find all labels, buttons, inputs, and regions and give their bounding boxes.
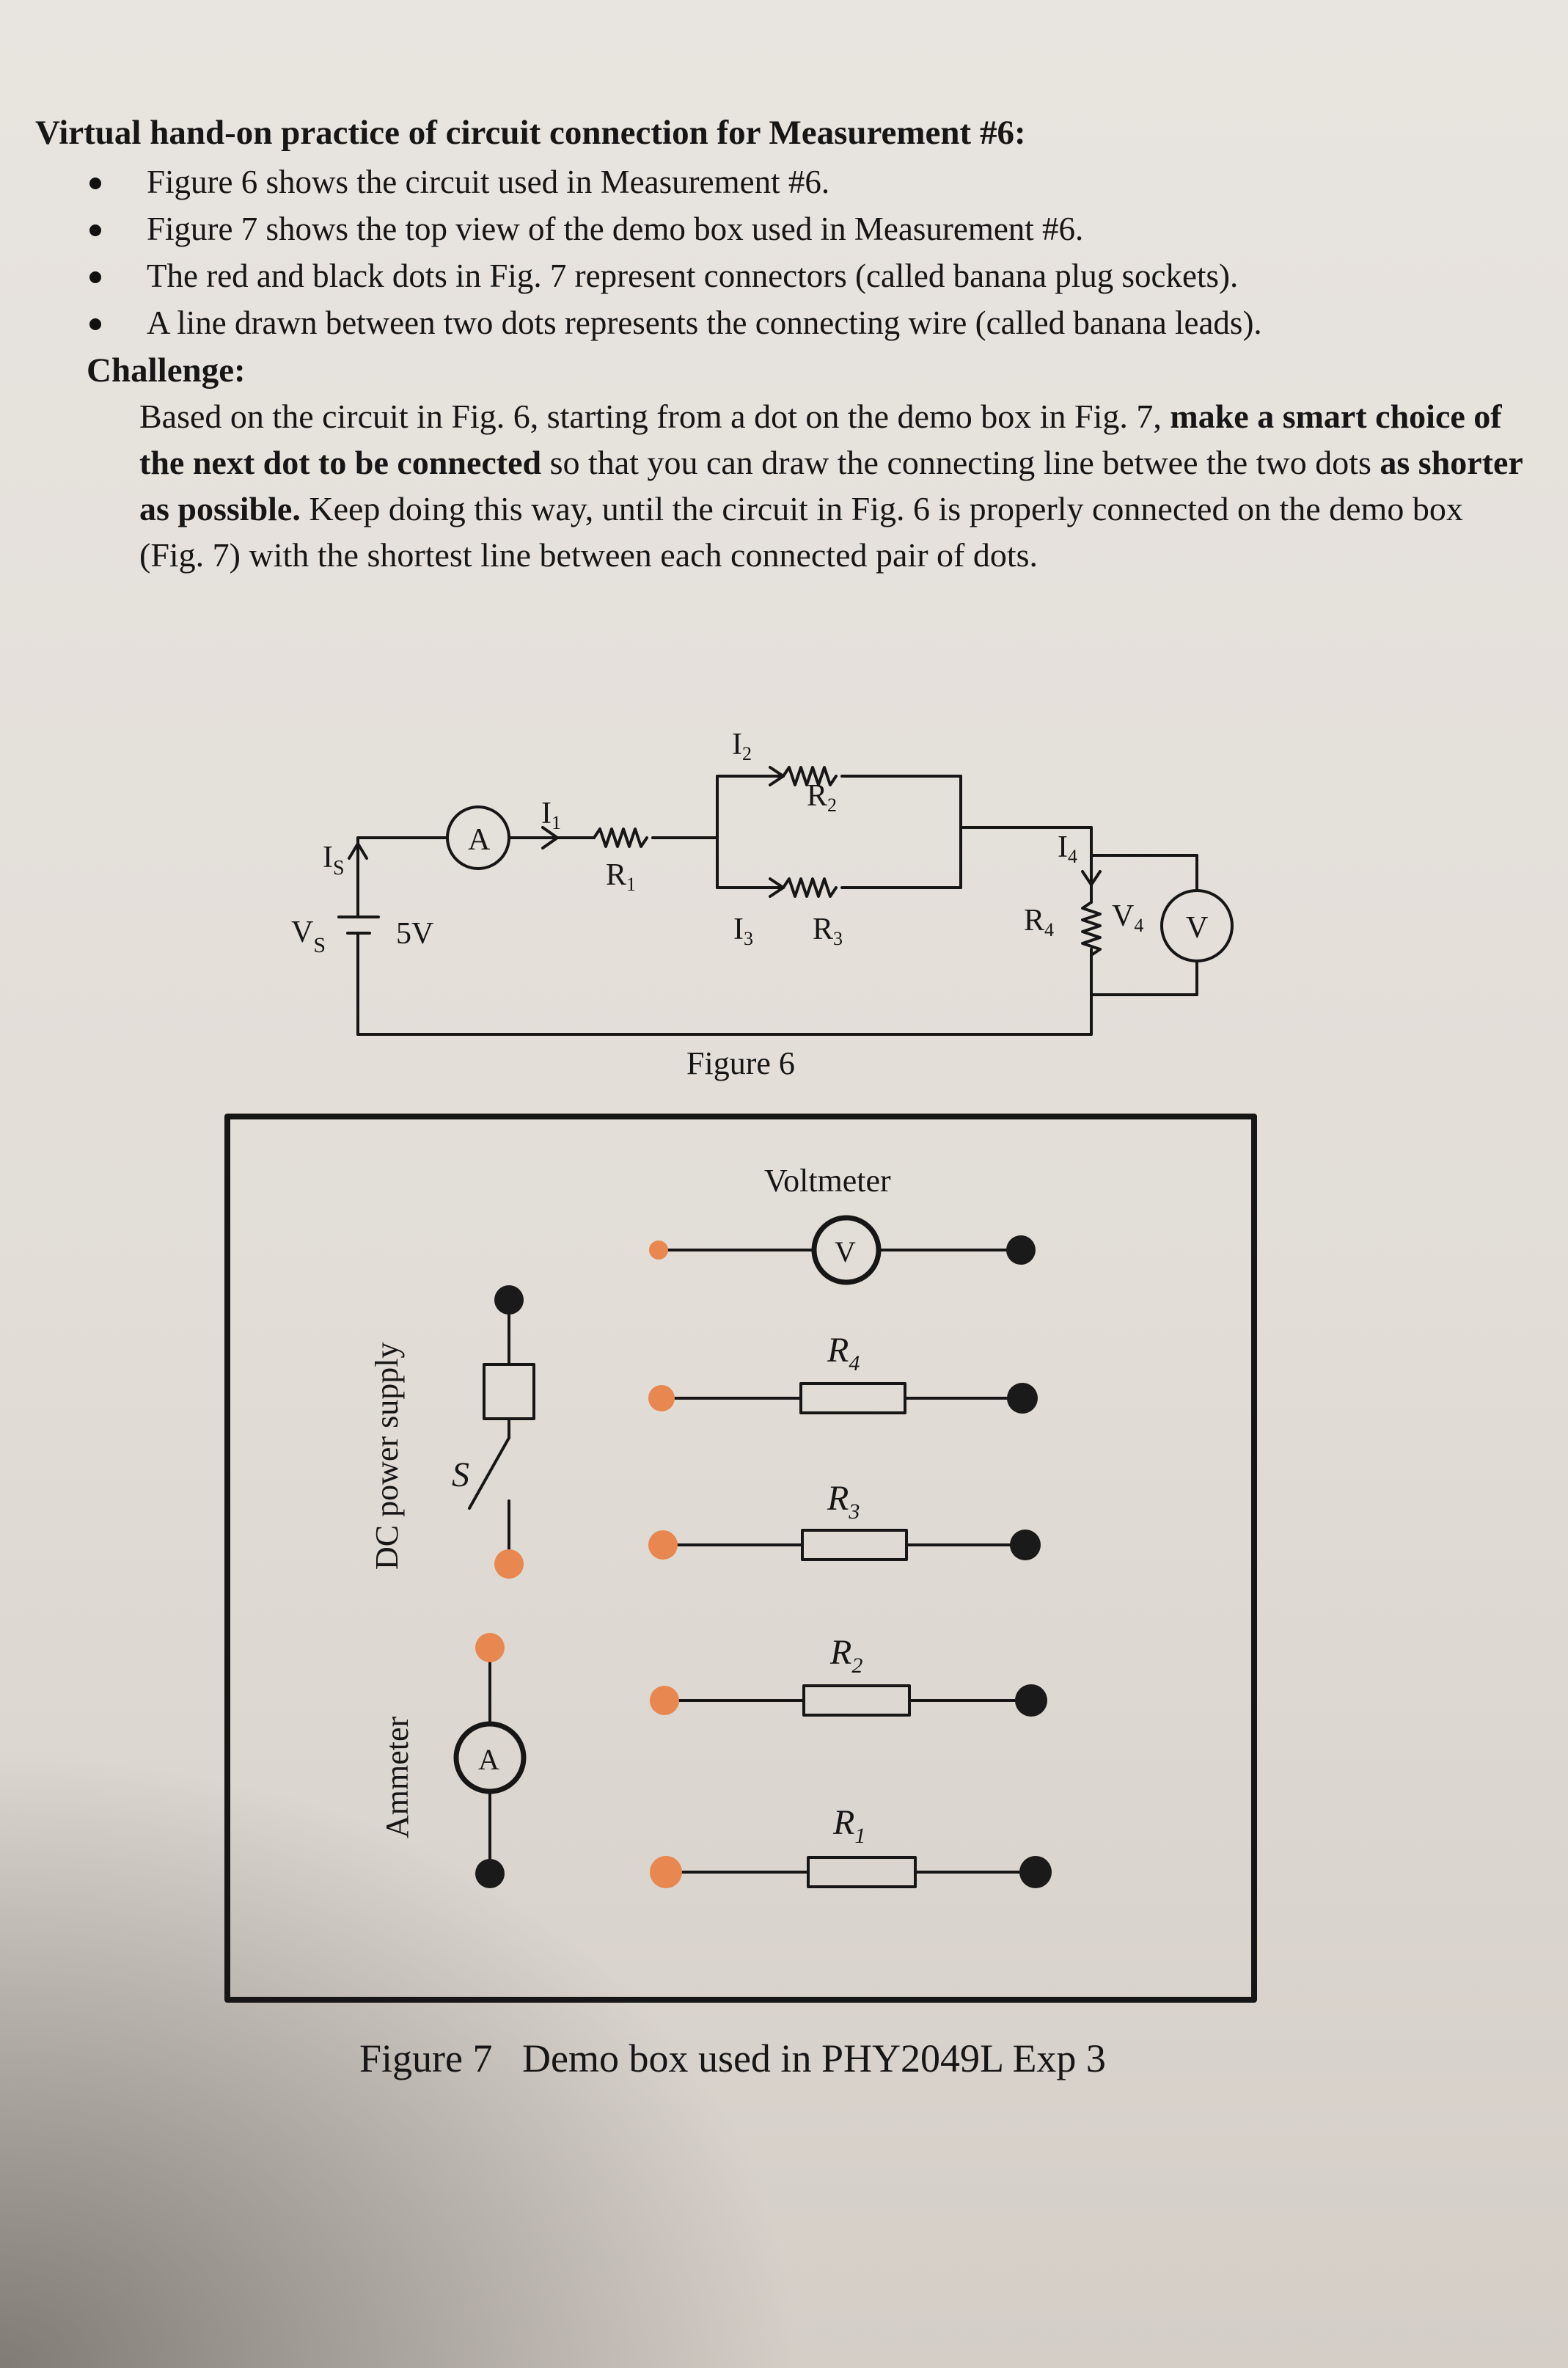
r3-box-icon bbox=[801, 1529, 908, 1561]
r3-box-label: R3 bbox=[827, 1479, 860, 1524]
v4-label: V4 bbox=[1112, 899, 1143, 936]
r2-resistor-icon bbox=[782, 766, 838, 786]
ammeter-label: Ammeter bbox=[379, 1716, 415, 1838]
red-dot-voltmeter[interactable] bbox=[649, 1240, 668, 1260]
challenge-text: Based on the circuit in Fig. 6, starting… bbox=[139, 398, 1523, 574]
black-dot-voltmeter[interactable] bbox=[1006, 1235, 1036, 1265]
i1-label: I1 bbox=[541, 797, 561, 833]
r3-resistor-icon bbox=[782, 877, 838, 898]
switch-blade-icon bbox=[468, 1436, 510, 1510]
r1-row bbox=[662, 1856, 1037, 1888]
black-dot-dc-supply[interactable] bbox=[494, 1285, 524, 1315]
red-dot-r1[interactable] bbox=[650, 1856, 682, 1888]
red-dot-r4[interactable] bbox=[648, 1385, 675, 1411]
black-dot-r1[interactable] bbox=[1019, 1856, 1052, 1888]
r4-resistor-icon bbox=[1081, 901, 1102, 957]
r4-label: R4 bbox=[1024, 904, 1054, 940]
r4-box-label: R4 bbox=[827, 1331, 860, 1375]
black-dot-r3[interactable] bbox=[1010, 1530, 1041, 1560]
switch-label: S bbox=[452, 1455, 469, 1494]
voltmeter-label: Voltmeter bbox=[764, 1163, 891, 1199]
i4-label: I4 bbox=[1058, 830, 1077, 867]
red-dot-dc-supply[interactable] bbox=[494, 1549, 524, 1579]
i2-label: I2 bbox=[732, 728, 752, 764]
figure7-caption: Figure 7 Demo box used in PHY2049L Exp 3 bbox=[359, 2036, 1106, 2080]
vs-label: VS bbox=[291, 916, 326, 957]
page-title: Virtual hand-on practice of circuit conn… bbox=[35, 114, 1026, 152]
vs-value: 5V bbox=[396, 917, 433, 951]
dc-supply-label: DC power supply bbox=[369, 1342, 405, 1570]
r2-box-label: R2 bbox=[829, 1633, 862, 1678]
challenge-heading: Challenge: bbox=[87, 351, 246, 390]
bullet-dot-icon bbox=[89, 271, 101, 283]
fig6-ammeter-symbol: A bbox=[468, 823, 491, 857]
figure6-circuit bbox=[337, 766, 1234, 1036]
black-dot-r2[interactable] bbox=[1015, 1684, 1047, 1717]
black-dot-ammeter[interactable] bbox=[475, 1859, 505, 1888]
red-dot-r3[interactable] bbox=[648, 1530, 678, 1560]
r1-box-label: R1 bbox=[832, 1803, 865, 1848]
bullet-dot-icon bbox=[89, 224, 101, 236]
red-dot-r2[interactable] bbox=[650, 1686, 679, 1715]
dc-source-icon bbox=[483, 1363, 535, 1420]
r2-label: R2 bbox=[807, 779, 837, 816]
figure6-caption: Figure 6 bbox=[686, 1045, 795, 1081]
voltmeter-row bbox=[660, 1215, 1021, 1285]
demo-box-frame bbox=[224, 1114, 1257, 2003]
i3-label: I3 bbox=[733, 913, 753, 949]
fig6-voltmeter-symbol: V bbox=[1186, 911, 1208, 945]
r1-label: R1 bbox=[606, 858, 636, 895]
is-label: IS bbox=[323, 841, 345, 880]
red-dot-ammeter[interactable] bbox=[475, 1633, 505, 1662]
r4-row bbox=[660, 1382, 1022, 1414]
r1-resistor-icon bbox=[593, 827, 648, 848]
r3-row bbox=[660, 1529, 1025, 1561]
r4-box-icon bbox=[799, 1382, 906, 1414]
dc-supply-column bbox=[468, 1298, 535, 1564]
ammeter-symbol: A bbox=[478, 1743, 499, 1776]
r2-box-icon bbox=[802, 1684, 911, 1717]
bullet-dot-icon bbox=[89, 178, 101, 189]
r1-box-icon bbox=[807, 1856, 917, 1888]
r2-row bbox=[660, 1684, 1033, 1717]
r3-label: R3 bbox=[813, 913, 843, 949]
bullet-dot-icon bbox=[89, 318, 101, 330]
voltmeter-symbol: V bbox=[835, 1235, 856, 1268]
black-dot-r4[interactable] bbox=[1007, 1383, 1038, 1414]
connector-dots bbox=[475, 1235, 1052, 1888]
